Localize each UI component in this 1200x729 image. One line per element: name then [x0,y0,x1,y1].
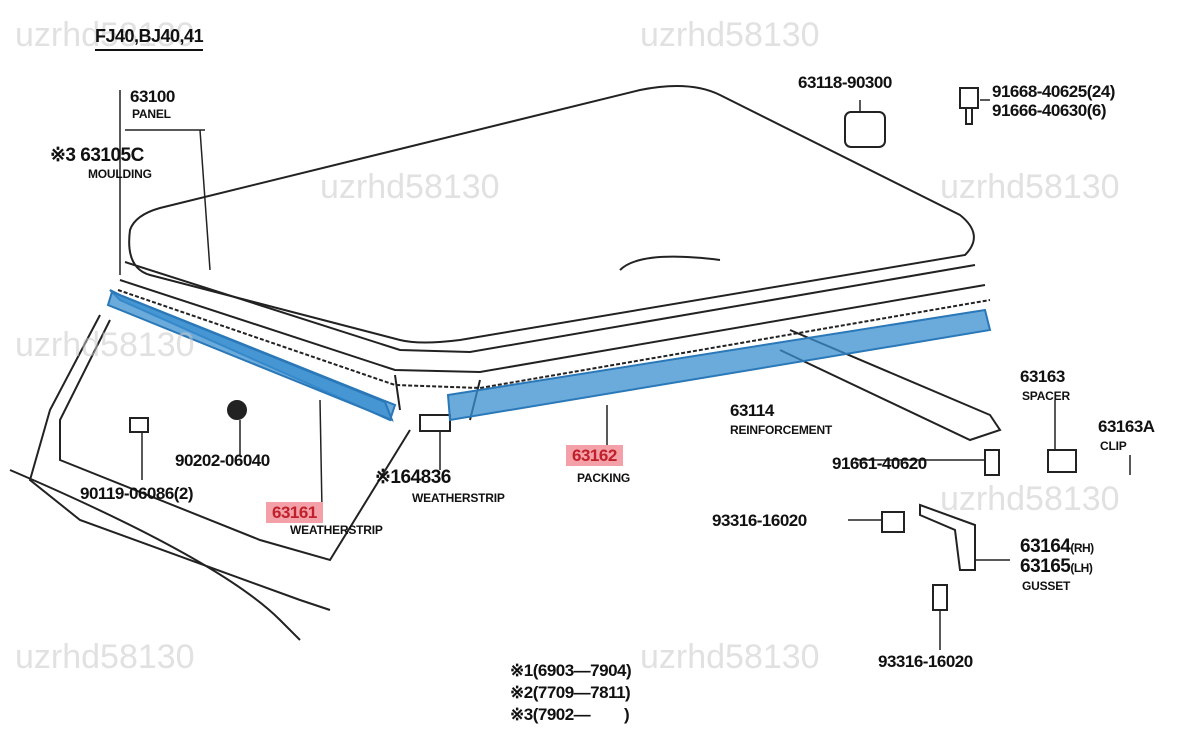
watermark: uzrhd58130 [15,16,195,54]
part-name-weatherstrip-side: WEATHERSTRIP [290,523,383,537]
footnote-1: ※1(6903—7904) [510,661,632,680]
part-number-bolt-bottom: 93316-16020 [878,652,973,671]
gusset-rh-number: 63164 [1020,536,1071,557]
part-name-moulding: MOULDING [88,167,152,181]
part-name-gusset: GUSSET [1022,579,1071,593]
part-number-screw-1: 91668-40625(24) [992,82,1115,101]
part-number-packing[interactable]: 63162 [566,445,623,466]
part-number-spacer: 63163 [1020,367,1065,386]
part-number-clip: 63163A [1098,417,1155,436]
watermark: uzrhd58130 [640,16,820,54]
part-name-reinforcement: REINFORCEMENT [730,423,833,437]
part-number-reinforcement: 63114 [730,401,774,420]
part-name-clip: CLIP [1100,439,1127,453]
watermark: uzrhd58130 [15,638,195,676]
gusset-rh-label: (RH) [1070,541,1094,555]
watermark: uzrhd58130 [940,480,1120,518]
part-name-packing: PACKING [577,471,631,485]
part-number-screw-side: 90119-06086(2) [80,484,194,503]
part-name-panel: PANEL [132,107,171,121]
part-number-screw-2: 91666-40630(6) [992,101,1106,120]
part-number-bolt-gusset: 93316-16020 [712,511,807,530]
footnote-2: ※2(7709—7811) [510,683,631,702]
part-number-bracket: 63118-90300 [798,73,892,92]
model-title: FJ40,BJ40,41 [95,26,204,51]
gusset-lh-number: 63165 [1020,556,1071,577]
roof-panel [128,85,975,344]
part-number-weatherstrip-side[interactable]: 63161 [266,502,323,523]
watermark: uzrhd58130 [320,168,500,206]
highlighted-weatherstrip [106,289,992,422]
part-name-spacer: SPACER [1022,389,1070,403]
part-number-panel: 63100 [130,87,175,106]
watermark: uzrhd58130 [940,168,1120,206]
part-number-weatherstrip-front: ※164836 [375,467,451,488]
watermark: uzrhd58130 [15,326,195,364]
gusset-lh-label: (LH) [1070,561,1093,575]
part-name-weatherstrip-front: WEATHERSTRIP [412,491,505,505]
part-number-gusset-rh: 63164(RH) [1020,537,1094,556]
watermark: uzrhd58130 [640,638,820,676]
part-number-plug: 90202-06040 [175,451,270,470]
part-number-gusset-lh: 63165(LH) [1020,556,1093,577]
part-number-moulding: ※3 63105C [50,145,144,166]
footnote-3: ※3(7902— ) [510,705,630,724]
part-number-bolt: 91661-40620 [832,454,927,473]
